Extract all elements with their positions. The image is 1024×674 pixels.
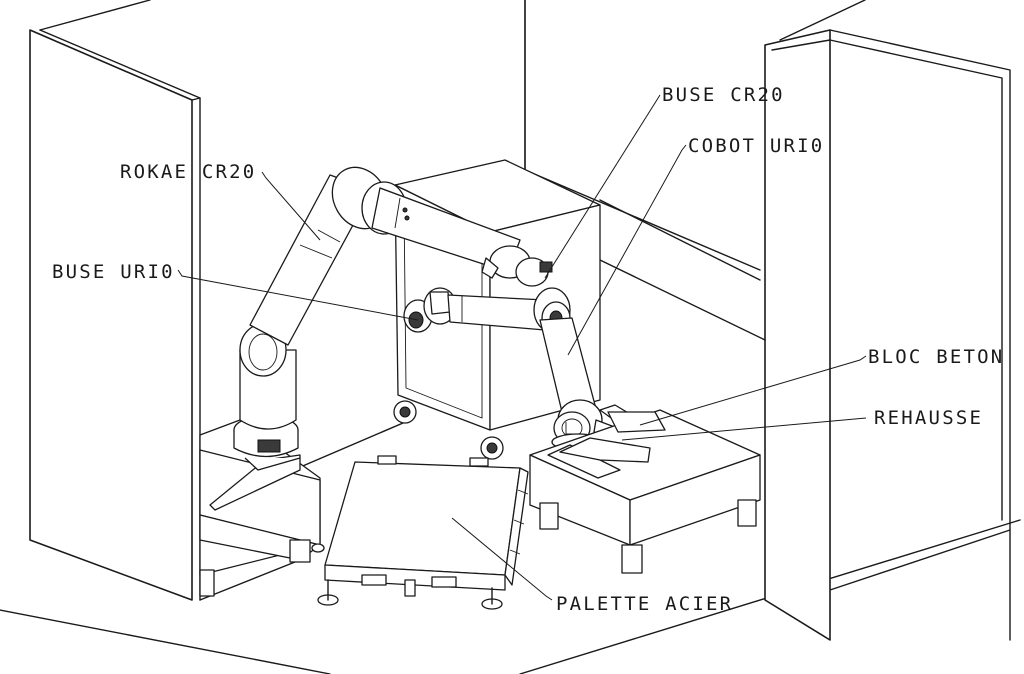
buse-cr20-leader xyxy=(544,94,661,279)
bloc-beton-leader xyxy=(639,355,867,426)
steel-pallet xyxy=(311,455,529,610)
right-wall xyxy=(764,29,831,641)
rokae-leader xyxy=(261,171,321,241)
label-cobot-ur10: COBOT URI0 xyxy=(688,135,824,157)
left-plinth xyxy=(199,419,321,597)
palette-leader xyxy=(451,517,553,601)
leader-lines xyxy=(177,94,867,601)
rehausse-leader xyxy=(621,417,867,441)
buse-ur10-leader xyxy=(177,269,419,321)
cobot-ur10-leader xyxy=(567,144,687,356)
label-buse-ur10: BUSE URI0 xyxy=(52,261,175,283)
label-buse-cr20: BUSE CR20 xyxy=(662,84,785,106)
labels: ROKAE CR20 BUSE URI0 BUSE CR20 COBOT URI… xyxy=(52,84,1004,615)
left-wall xyxy=(29,29,193,601)
label-bloc-beton: BLOC BETON xyxy=(868,346,1004,368)
label-rokae-cr20: ROKAE CR20 xyxy=(120,161,256,183)
rokae-cr20-robot xyxy=(233,166,553,458)
label-palette-acier: PALETTE ACIER xyxy=(556,593,733,615)
label-rehausse: REHAUSSE xyxy=(874,407,983,429)
